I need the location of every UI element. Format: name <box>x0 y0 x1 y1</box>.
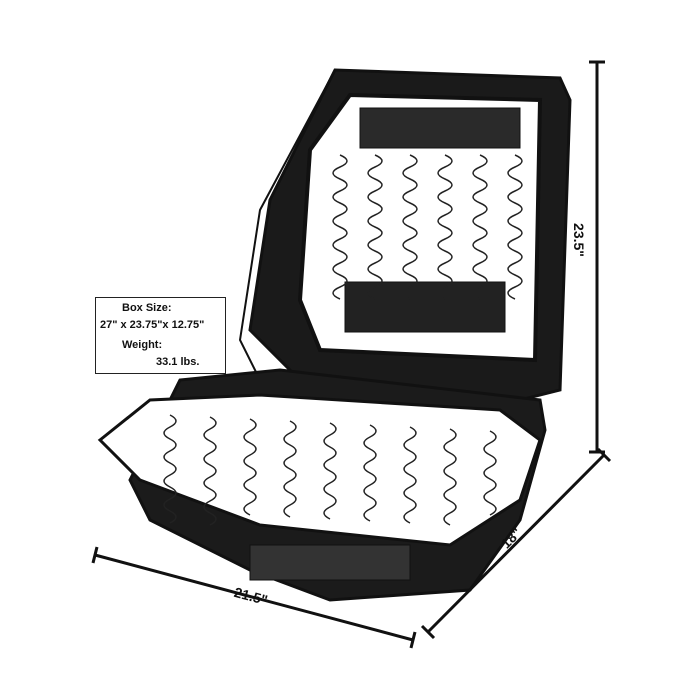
height-dimension-label: 23.5" <box>570 223 587 257</box>
spring <box>243 418 257 516</box>
spring <box>332 154 348 300</box>
width-dimension-line <box>94 553 414 642</box>
spring <box>507 154 523 300</box>
spring <box>403 426 417 524</box>
spring <box>402 154 418 300</box>
backrest-frame <box>238 68 572 402</box>
seat-springs <box>163 414 497 526</box>
weight-value: 33.1 lbs. <box>156 356 200 368</box>
spring <box>367 154 383 300</box>
spring <box>363 424 377 522</box>
seat-base-frame <box>97 368 547 602</box>
spring <box>283 420 297 518</box>
weight-label: Weight: <box>122 339 163 351</box>
spring <box>483 430 497 516</box>
depth-dimension-line <box>426 453 606 634</box>
spring <box>443 428 457 526</box>
backrest-springs <box>332 154 523 300</box>
spring <box>203 416 217 526</box>
box-size-label: Box Size: <box>122 302 172 314</box>
spring <box>323 422 337 520</box>
spring <box>163 414 177 524</box>
spring <box>437 154 453 300</box>
dimension-lines <box>91 60 612 649</box>
spring <box>472 154 488 300</box>
box-size-value: 27" x 23.75"x 12.75" <box>100 319 205 331</box>
box-info-panel: Box Size: 27" x 23.75"x 12.75" Weight: 3… <box>95 297 226 374</box>
